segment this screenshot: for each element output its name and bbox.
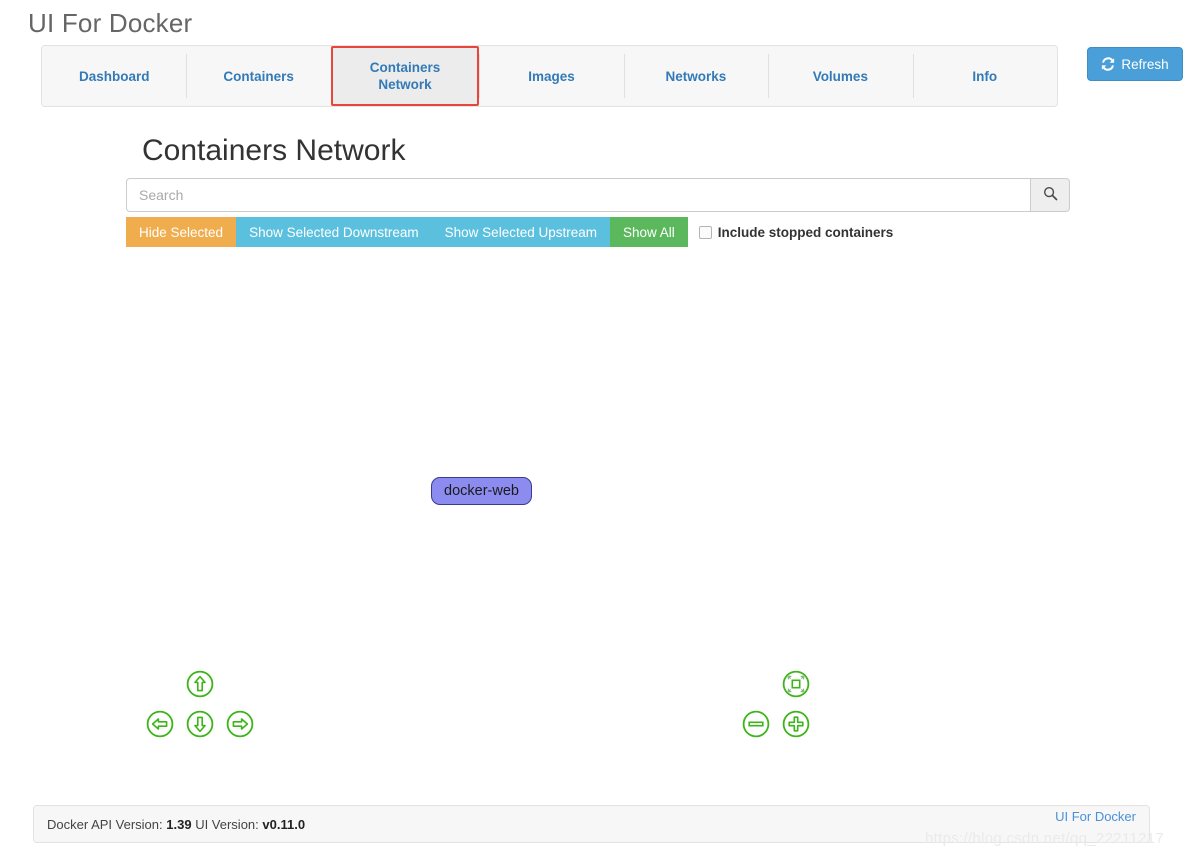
search-group: [126, 178, 1070, 212]
search-icon: [1043, 186, 1058, 204]
tab-images[interactable]: Images: [479, 46, 623, 106]
pan-up-icon[interactable]: [185, 669, 215, 699]
show-all-button[interactable]: Show All: [609, 217, 688, 247]
main-tabbar: Dashboard Containers Containers Network …: [41, 45, 1058, 107]
search-input[interactable]: [126, 178, 1030, 212]
page-title: UI For Docker: [28, 8, 193, 38]
pan-right-icon[interactable]: [225, 709, 255, 739]
tab-containers[interactable]: Containers: [186, 46, 330, 106]
tab-label: Dashboard: [78, 68, 150, 84]
hide-selected-button[interactable]: Hide Selected: [126, 217, 237, 247]
checkbox-box[interactable]: [698, 225, 712, 239]
tab-label: Containers: [223, 68, 294, 84]
section-heading: Containers Network: [142, 134, 406, 167]
show-selected-downstream-button[interactable]: Show Selected Downstream: [236, 217, 432, 247]
ui-version-label: UI Version:: [195, 816, 259, 832]
pan-left-icon[interactable]: [145, 709, 175, 739]
checkbox-label: Include stopped containers: [717, 224, 894, 240]
containers-network-graph[interactable]: docker-web: [126, 256, 1070, 776]
version-info: Docker API Version: 1.39 UI Version: v0.…: [47, 817, 305, 832]
tab-label: Containers: [369, 60, 441, 75]
api-version-label: Docker API Version:: [47, 816, 163, 832]
refresh-icon: [1101, 57, 1115, 71]
tab-label-line2: Network: [378, 77, 432, 92]
pan-down-icon[interactable]: [185, 709, 215, 739]
api-version-value: 1.39: [166, 816, 192, 832]
zoom-out-icon[interactable]: [741, 709, 771, 739]
graph-action-row: Hide Selected Show Selected Downstream S…: [126, 217, 893, 247]
tab-label: Images: [528, 68, 575, 84]
zoom-in-icon[interactable]: [781, 709, 811, 739]
tab-label: Networks: [665, 68, 727, 84]
refresh-label: Refresh: [1121, 56, 1169, 72]
footer-bar: Docker API Version: 1.39 UI Version: v0.…: [33, 805, 1150, 843]
search-button[interactable]: [1030, 178, 1070, 212]
ui-version-value: v0.11.0: [262, 816, 306, 832]
graph-node-docker-web[interactable]: docker-web: [431, 477, 532, 505]
zoom-fit-icon[interactable]: [781, 669, 811, 699]
tab-containers-network[interactable]: Containers Network: [330, 46, 480, 106]
footer-link[interactable]: UI For Docker: [1055, 808, 1136, 824]
tab-label: Info: [972, 68, 998, 84]
include-stopped-containers-checkbox[interactable]: Include stopped containers: [698, 224, 894, 240]
tab-networks[interactable]: Networks: [623, 46, 768, 106]
tab-label: Volumes: [812, 68, 868, 84]
show-selected-upstream-button[interactable]: Show Selected Upstream: [431, 217, 610, 247]
tab-dashboard[interactable]: Dashboard: [42, 46, 186, 106]
tab-info[interactable]: Info: [912, 46, 1057, 106]
tab-volumes[interactable]: Volumes: [768, 46, 912, 106]
refresh-button[interactable]: Refresh: [1087, 47, 1183, 81]
